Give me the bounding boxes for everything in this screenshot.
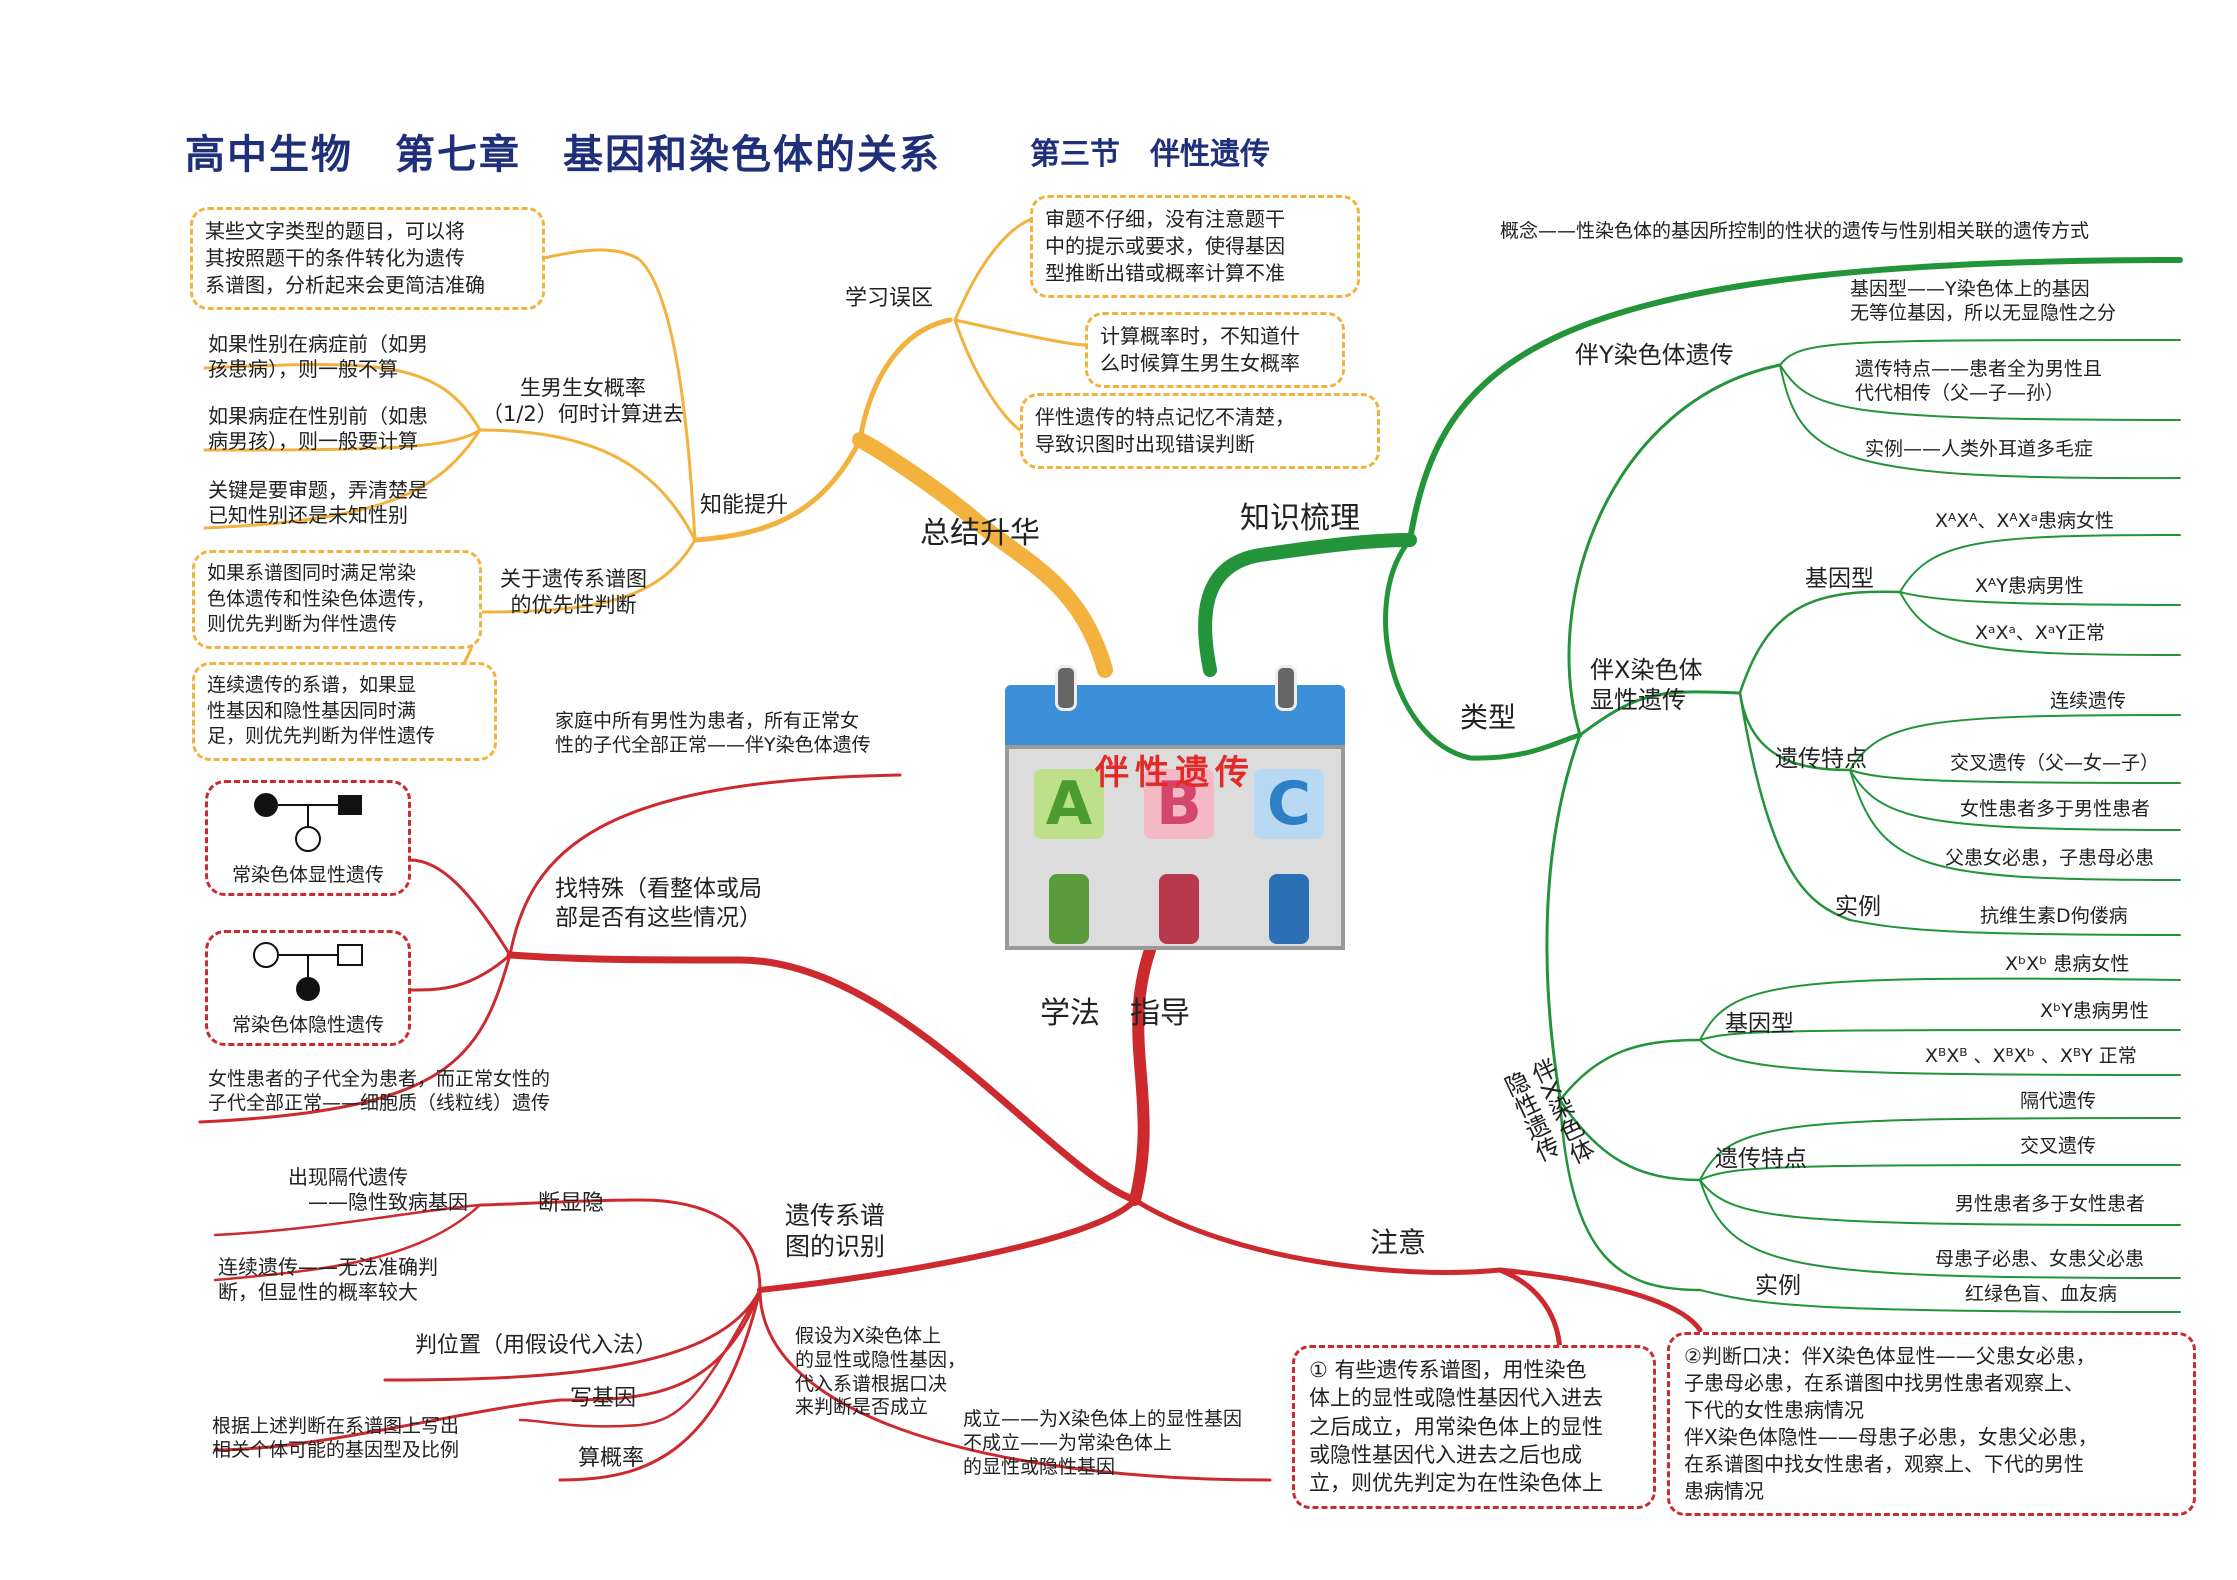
priority-item-1: 如果系谱图同时满足常染 色体遗传和性染色体遗传， 则优先判断为伴性遗传 xyxy=(192,550,482,649)
branch-knowledge-main xyxy=(1198,533,1417,677)
genes-item: 根据上述判断在系谱图上写出 相关个体可能的基因型及比例 xyxy=(212,1415,460,1461)
xd-genotype-2: XᴬY患病男性 xyxy=(1975,575,2084,597)
branch-skills xyxy=(692,437,863,543)
pedigree-recessive-label: 常染色体隐性遗传 xyxy=(231,1014,384,1036)
prob-item-2: 如果病症在性别前（如患 病男孩），则一般要计算 xyxy=(208,404,428,453)
prob-calc-label: 算概率 xyxy=(578,1446,645,1471)
xr-trait-2: 交叉遗传 xyxy=(2020,1135,2097,1157)
cartoon-kid-3 xyxy=(1269,874,1309,944)
xd-genotype-label: 基因型 xyxy=(1805,566,1874,592)
center-topic-title: 伴性遗传 xyxy=(1095,753,1255,793)
xd-trait-3: 女性患者多于男性患者 xyxy=(1960,798,2151,820)
letter-b-block: B xyxy=(1144,769,1214,839)
page-title: 高中生物 第七章 基因和染色体的关系 xyxy=(185,132,941,178)
y-item-3: 实例——人类外耳道多毛症 xyxy=(1865,438,2094,460)
branch-misconceptions xyxy=(857,317,953,443)
calendar-ring-left xyxy=(1055,665,1077,711)
xr-genotype-label: 基因型 xyxy=(1725,1011,1794,1037)
method-hub: 学法 指导 xyxy=(1040,996,1190,1031)
xd-example: 抗维生素D佝偻病 xyxy=(1980,905,2128,927)
dom-rec-item-2: 连续遗传——无法准确判 断，但显性的概率较大 xyxy=(218,1255,438,1304)
skills-top-box: 某些文字类型的题目，可以将 其按照题干的条件转化为遗传 系谱图，分析起来会更简洁… xyxy=(190,207,545,310)
special-label: 找特殊（看整体或局 部是否有这些情况） xyxy=(555,876,762,931)
priority-label: 关于遗传系谱图 的优先性判断 xyxy=(500,567,647,618)
xr-trait-1: 隔代遗传 xyxy=(2020,1090,2097,1112)
section-title: 第三节 伴性遗传 xyxy=(1030,137,1270,172)
letter-c-block: C xyxy=(1254,769,1324,839)
dom-rec-label: 断显隐 xyxy=(538,1191,605,1216)
assume-text: 假设为X染色体上 的显性或隐性基因， 代入系谱根据口决 来判断是否成立 xyxy=(795,1325,967,1419)
xr-trait-3: 男性患者多于女性患者 xyxy=(1955,1193,2146,1215)
note-label: 注意 xyxy=(1370,1226,1427,1259)
xd-trait-4: 父患女必患，子患母必患 xyxy=(1945,847,2155,869)
xd-genotype-1: XᴬXᴬ、XᴬXᵃ患病女性 xyxy=(1935,510,2115,532)
calendar-ring-right xyxy=(1275,665,1297,711)
calendar-body: A B C xyxy=(1005,745,1345,950)
pedigree-dominant-diagram xyxy=(254,793,362,852)
letter-a-block: A xyxy=(1034,769,1104,839)
xd-genotype-3: XᵃXᵃ、XᵃY正常 xyxy=(1975,622,2105,644)
xr-genotype-3: XᴮXᴮ 、XᴮXᵇ 、XᴮY 正常 xyxy=(1925,1045,2137,1067)
prob-item-3: 关键是要审题，弄清楚是 已知性别还是未知性别 xyxy=(208,478,428,527)
y-item-2: 遗传特点——患者全为男性且 代代相传（父—子—孙） xyxy=(1855,358,2103,404)
position-label: 判位置（用假设代入法） xyxy=(415,1333,658,1358)
pedigree-recessive-diagram xyxy=(253,942,363,1001)
result-text: 成立——为X染色体上的显性基因 不成立——为常染色体上 的显性或隐性基因 xyxy=(963,1408,1243,1478)
knowledge-hub: 知识梳理 xyxy=(1240,501,1360,536)
skills-label: 知能提升 xyxy=(700,493,789,518)
x-dominant-label: 伴X染色体 显性遗传 xyxy=(1590,656,1703,714)
xd-example-label: 实例 xyxy=(1835,894,1881,920)
xr-example: 红绿色盲、血友病 xyxy=(1965,1283,2118,1305)
prob-label: 生男生女概率 （1/2）何时计算进去 xyxy=(482,376,684,427)
xr-genotype-1: XᵇXᵇ 患病女性 xyxy=(2005,953,2130,975)
xr-trait-4: 母患子必患、女患父必患 xyxy=(1935,1248,2145,1270)
center-topic-card: A B C 伴性遗传 xyxy=(1005,665,1345,950)
xr-genotype-2: XᵇY患病男性 xyxy=(2040,1000,2149,1022)
xr-traits-label: 遗传特点 xyxy=(1715,1146,1807,1172)
y-linked-label: 伴Y染色体遗传 xyxy=(1575,341,1734,369)
branch-method-main xyxy=(1129,944,1156,1206)
cartoon-kid-2 xyxy=(1159,874,1199,944)
note-box-1: ① 有些遗传系谱图，用性染色 体上的显性或隐性基因代入进去 之后成立，用常染色体… xyxy=(1292,1345,1656,1509)
misconception-1: 审题不仔细，没有注意题干 中的提示或要求，使得基因 型推断出错或概率计算不准 xyxy=(1030,195,1360,298)
xd-trait-1: 连续遗传 xyxy=(2050,690,2127,712)
pedigree-dominant-box: 常染色体显性遗传 xyxy=(205,780,411,896)
genes-label: 写基因 xyxy=(570,1386,637,1411)
xd-traits-label: 遗传特点 xyxy=(1775,746,1867,772)
xr-example-label: 实例 xyxy=(1755,1273,1801,1299)
branch-summary-main xyxy=(852,432,1113,678)
cartoon-kid-1 xyxy=(1049,874,1089,944)
concept-text: 概念——性染色体的基因所控制的性状的遗传与性别相关联的遗传方式 xyxy=(1500,220,2090,242)
prob-item-1: 如果性别在病症前（如男 孩患病），则一般不算 xyxy=(208,332,428,381)
pedigree-label: 遗传系谱 图的识别 xyxy=(785,1201,886,1262)
priority-item-2: 连续遗传的系谱，如果显 性基因和隐性基因同时满 足，则优先判断为伴性遗传 xyxy=(192,662,497,761)
summary-hub: 总结升华 xyxy=(920,516,1040,551)
types-label: 类型 xyxy=(1460,701,1517,734)
y-item-1: 基因型——Y染色体上的基因 无等位基因，所以无显隐性之分 xyxy=(1850,278,2117,324)
pedigree-recessive-box: 常染色体隐性遗传 xyxy=(205,930,411,1046)
misconceptions-label: 学习误区 xyxy=(845,286,934,311)
pedigree-dominant-label: 常染色体显性遗传 xyxy=(231,864,384,886)
special-item-2: 女性患者的子代全为患者，而正常女性的 子代全部正常——细胞质（线粒线）遗传 xyxy=(208,1068,551,1114)
xd-trait-2: 交叉遗传（父—女—子） xyxy=(1950,752,2160,774)
misconception-3: 伴性遗传的特点记忆不清楚， 导致识图时出现错误判断 xyxy=(1020,393,1380,469)
dom-rec-item-1: 出现隔代遗传 ——隐性致病基因 xyxy=(288,1165,468,1214)
note-box-2: ②判断口决：伴X染色体显性——父患女必患， 子患母必患，在系谱图中找男性患者观察… xyxy=(1667,1332,2196,1516)
special-item-1: 家庭中所有男性为患者，所有正常女 性的子代全部正常——伴Y染色体遗传 xyxy=(555,710,871,756)
misconception-2: 计算概率时，不知道什 么时候算生男生女概率 xyxy=(1085,312,1345,388)
